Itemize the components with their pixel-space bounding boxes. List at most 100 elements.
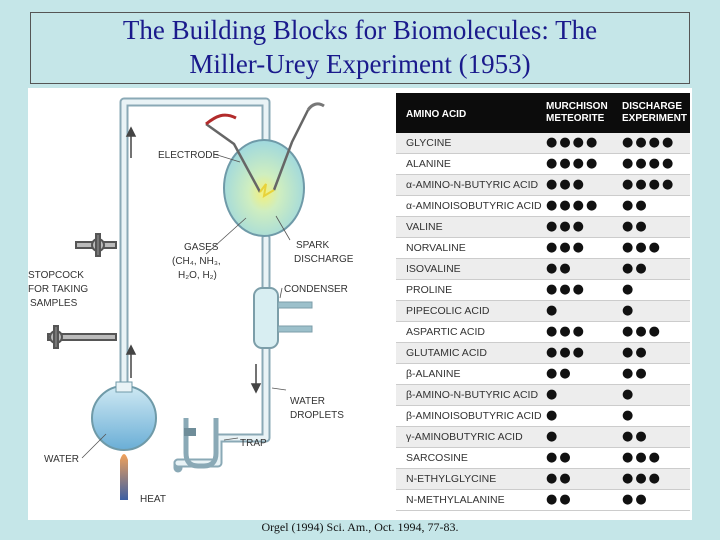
table-row: ISOVALINE ●● ●● xyxy=(396,259,690,280)
amino-acid-name: β-ALANINE xyxy=(406,368,461,380)
discharge-abundance: ●●● xyxy=(622,240,663,255)
murchison-abundance: ● xyxy=(546,387,560,402)
discharge-abundance: ●●●● xyxy=(622,156,676,171)
label-water: WATER xyxy=(44,454,79,465)
amino-acid-name: NORVALINE xyxy=(406,242,466,254)
murchison-abundance: ●● xyxy=(546,450,573,465)
table-row: α-AMINOISOBUTYRIC ACID●●●●●● xyxy=(396,196,690,217)
amino-acid-table: AMINO ACID MURCHISON METEORITE DISCHARGE… xyxy=(396,93,690,517)
murchison-abundance: ● xyxy=(546,408,560,423)
amino-acid-name: γ-AMINOBUTYRIC ACID xyxy=(406,431,523,443)
table-row: VALINE●●●●● xyxy=(396,217,690,238)
table-body: GLYCINE●●●●●●●●ALANINE●●●●●●●●α-AMINO-N-… xyxy=(396,133,690,511)
murchison-abundance: ●●●● xyxy=(546,156,600,171)
amino-acid-name: VALINE xyxy=(406,221,443,233)
murchison-abundance: ●●● xyxy=(546,282,587,297)
discharge-abundance: ●●● xyxy=(622,450,663,465)
table-row: N-METHYLALANINE●●●● xyxy=(396,490,690,511)
table-row: ALANINE ●●●● ●●●● xyxy=(396,154,690,175)
table-row: α-AMINO-N-BUTYRIC ACID●●●●●●● xyxy=(396,175,690,196)
discharge-abundance: ● xyxy=(622,387,636,402)
title-line-2: Miller-Urey Experiment (1953) xyxy=(189,49,531,79)
discharge-abundance: ●● xyxy=(622,345,649,360)
table-row: PIPECOLIC ACID ● ● xyxy=(396,301,690,322)
amino-acid-name: SARCOSINE xyxy=(406,452,468,464)
discharge-abundance: ●● xyxy=(622,429,649,444)
label-trap: TRAP xyxy=(240,438,267,449)
amino-acid-name: GLYCINE xyxy=(406,137,452,149)
discharge-abundance: ●●●● xyxy=(622,177,676,192)
discharge-abundance: ●● xyxy=(622,492,649,507)
discharge-abundance: ●●● xyxy=(622,324,663,339)
discharge-abundance: ●● xyxy=(622,366,649,381)
table-row: γ-AMINOBUTYRIC ACID●●● xyxy=(396,427,690,448)
table-row: β-ALANINE●●●● xyxy=(396,364,690,385)
murchison-abundance: ●●● xyxy=(546,177,587,192)
figure-panel: ELECTRODE GASES (CH₄, NH₃, H₂O, H₂) SPAR… xyxy=(28,88,692,520)
label-gases: GASES xyxy=(184,242,219,253)
murchison-abundance: ● xyxy=(546,303,560,318)
amino-acid-name: PIPECOLIC ACID xyxy=(406,305,490,317)
amino-acid-name: GLUTAMIC ACID xyxy=(406,347,487,359)
boiling-flask xyxy=(91,385,157,451)
header-amino-acid: AMINO ACID xyxy=(406,109,467,120)
murchison-abundance: ●●●● xyxy=(546,198,600,213)
title-box: The Building Blocks for Biomolecules: Th… xyxy=(30,12,690,84)
discharge-abundance: ● xyxy=(622,303,636,318)
table-row: SARCOSINE●●●●● xyxy=(396,448,690,469)
murchison-abundance: ●●● xyxy=(546,219,587,234)
stopcock-upper-icon xyxy=(75,233,117,257)
label-for-taking: FOR TAKING xyxy=(28,284,88,295)
murchison-abundance: ●●● xyxy=(546,345,587,360)
label-gases-formula-1: (CH₄, NH₃, xyxy=(172,256,221,267)
discharge-abundance: ●● xyxy=(622,198,649,213)
flow-arrows xyxy=(125,126,262,394)
spark-icon xyxy=(259,183,275,198)
table-row: PROLINE●●●● xyxy=(396,280,690,301)
table-header: AMINO ACID MURCHISON METEORITE DISCHARGE… xyxy=(396,93,690,133)
discharge-abundance: ● xyxy=(622,408,636,423)
amino-acid-name: ISOVALINE xyxy=(406,263,461,275)
amino-acid-name: β-AMINO-N-BUTYRIC ACID xyxy=(406,389,539,401)
amino-acid-name: N-METHYLALANINE xyxy=(406,494,505,506)
label-water-droplets-2: DROPLETS xyxy=(290,410,344,421)
label-gases-formula-2: H₂O, H₂) xyxy=(178,270,217,281)
table-row: ASPARTIC ACID●●●●●● xyxy=(396,322,690,343)
label-heat: HEAT xyxy=(140,494,166,505)
murchison-abundance: ● xyxy=(546,429,560,444)
heat-flame-icon xyxy=(120,454,128,500)
discharge-abundance: ● xyxy=(622,282,636,297)
murchison-abundance: ●●●● xyxy=(546,135,600,150)
table-row: β-AMINO-N-BUTYRIC ACID ● ● xyxy=(396,385,690,406)
amino-acid-name: N-ETHYLGLYCINE xyxy=(406,473,497,485)
amino-acid-name: α-AMINO-N-BUTYRIC ACID xyxy=(406,179,539,191)
citation-caption: Orgel (1994) Sci. Am., Oct. 1994, 77-83. xyxy=(261,520,459,534)
murchison-abundance: ●● xyxy=(546,471,573,486)
amino-acid-name: PROLINE xyxy=(406,284,453,296)
discharge-abundance: ●●● xyxy=(622,471,663,486)
label-spark: SPARK xyxy=(296,240,329,251)
header-discharge: DISCHARGE EXPERIMENT xyxy=(622,101,688,124)
murchison-abundance: ●● xyxy=(546,261,573,276)
label-stopcock: STOPCOCK xyxy=(28,270,84,281)
discharge-abundance: ●● xyxy=(622,219,649,234)
miller-urey-apparatus-diagram: ELECTRODE GASES (CH₄, NH₃, H₂O, H₂) SPAR… xyxy=(28,97,354,505)
amino-acid-name: ASPARTIC ACID xyxy=(406,326,485,338)
discharge-abundance: ●● xyxy=(622,261,649,276)
label-electrode: ELECTRODE xyxy=(158,150,219,161)
table-row: β-AMINOISOBUTYRIC ACID ● ● xyxy=(396,406,690,427)
discharge-abundance: ●●●● xyxy=(622,135,676,150)
electrode-right xyxy=(272,109,310,191)
table-row: N-ETHYLGLYCINE●●●●● xyxy=(396,469,690,490)
trap-tube xyxy=(183,418,219,469)
label-samples: SAMPLES xyxy=(30,298,78,309)
table-row: NORVALINE●●●●●● xyxy=(396,238,690,259)
electrode-left xyxy=(205,122,262,193)
amino-acid-name: β-AMINOISOBUTYRIC ACID xyxy=(406,410,542,422)
table-row: GLYCINE ●●●● ●●●● xyxy=(396,133,690,154)
header-murchison: MURCHISON METEORITE xyxy=(546,101,608,124)
table-row: GLUTAMIC ACID●●●●● xyxy=(396,343,690,364)
amino-acid-name: ALANINE xyxy=(406,158,451,170)
label-water-droplets-1: WATER xyxy=(290,396,325,407)
title-line-1: The Building Blocks for Biomolecules: Th… xyxy=(122,15,598,45)
